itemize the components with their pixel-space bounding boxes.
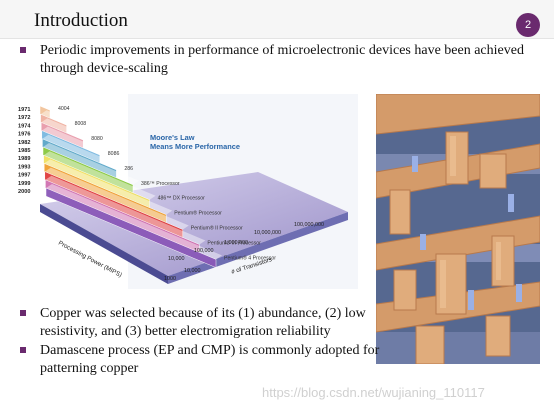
bullet-text: Periodic improvements in performance of …: [40, 43, 524, 76]
slide-title: Introduction: [34, 10, 128, 31]
processor-label: Pentium® Processor: [174, 210, 222, 217]
moores-law-graphic: 4004 8008 8080 8086 286 386™ Processor 486™ DX…: [18, 94, 358, 289]
transistor-tick-label: 10,000: [168, 256, 185, 262]
copper-interconnect-image: [376, 94, 540, 364]
chip-step-top: [44, 167, 189, 230]
processor-label: 486™ DX Processor: [158, 196, 206, 202]
watermark: https://blog.csdn.net/wujianing_110117: [262, 385, 485, 400]
year-label: 1997: [18, 173, 30, 179]
power-tick-label: 1000: [164, 276, 176, 282]
processor-label: 8086: [108, 151, 120, 157]
bullet-square-icon: [20, 347, 26, 353]
transistor-tick-label: 100,000: [194, 248, 214, 254]
moores-law-figure: 4004 8008 8080 8086 286 386™ Processor 486™ DX…: [18, 94, 358, 289]
copper-interconnect-graphic: [376, 94, 540, 364]
year-label: 1993: [18, 164, 30, 170]
processor-label: 286: [124, 166, 133, 172]
chip-step-top: [43, 151, 156, 200]
year-label: 1985: [18, 148, 30, 154]
chip-step-top: [40, 102, 56, 111]
year-label: 2000: [18, 189, 30, 195]
bullet-text: Damascene process (EP and CMP) is common…: [40, 343, 380, 376]
bullet-text: Copper was selected because of its (1) a…: [40, 306, 366, 339]
transistor-tick-label: 1,000,000: [224, 240, 248, 246]
year-label: 1974: [18, 123, 31, 129]
processor-label: Pentium® II Processor: [191, 225, 243, 232]
chip-step-top: [40, 110, 73, 126]
chip-step-top: [42, 134, 123, 170]
chip-step-top: [41, 126, 106, 155]
power-tick-label: 10,000: [184, 268, 201, 274]
processor-label: 8080: [91, 136, 103, 142]
processor-label: Pentium® 4 Processor: [224, 254, 276, 261]
bullet-square-icon: [20, 310, 26, 316]
bullet-item: Copper was selected because of its (1) a…: [20, 305, 380, 343]
chip-step-top: [44, 159, 173, 215]
chip-step-top: [45, 175, 206, 245]
transistor-tick-label: 100,000,000: [294, 222, 324, 228]
figure-heading-line2: Means More Performance: [150, 142, 240, 151]
processor-label: 4004: [58, 106, 70, 112]
year-label: 1999: [18, 181, 30, 187]
chip-step-top: [46, 184, 222, 260]
bullet-item: Damascene process (EP and CMP) is common…: [20, 342, 380, 380]
processor-label: 386™ Processor: [141, 181, 180, 187]
figure-heading-line1: Moore's Law: [150, 133, 195, 142]
figure-floor-front: [40, 204, 168, 284]
year-label: 1982: [18, 140, 30, 146]
year-label: 1989: [18, 156, 30, 162]
year-label: 1972: [18, 115, 30, 121]
year-label: 1976: [18, 132, 30, 138]
chip-step-top: [41, 118, 90, 141]
year-label: 1971: [18, 107, 30, 113]
bullet-item: Periodic improvements in performance of …: [20, 42, 540, 80]
chip-step: [45, 187, 217, 268]
title-bar: Introduction 2: [0, 0, 554, 39]
processor-label: Pentium® III Processor: [207, 239, 261, 246]
chip-step-top: [43, 143, 139, 185]
processor-label: 8008: [75, 121, 87, 127]
transistor-tick-label: 10,000,000: [254, 230, 281, 236]
page-number-badge: 2: [516, 13, 540, 37]
bullet-square-icon: [20, 47, 26, 53]
